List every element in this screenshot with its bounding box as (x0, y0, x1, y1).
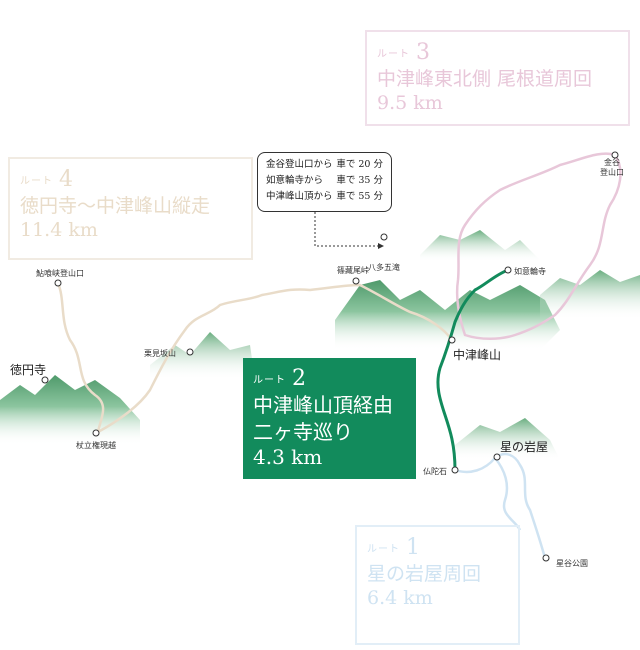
route-tag: ルート (367, 544, 400, 555)
route4-box[interactable]: ルート 4 徳円寺〜中津峰山縦走 11.4 km (8, 157, 253, 260)
route-title: 二ヶ寺巡り (253, 420, 353, 444)
route-number: 3 (416, 40, 430, 65)
marker-kanaya (611, 151, 619, 159)
marker-nyoirinji (504, 266, 512, 274)
marker-peak (448, 336, 456, 344)
label-tokuenji: 徳円寺 (10, 363, 47, 377)
label-kurei-trailhead: 鮎喰峡登山口 (36, 269, 84, 278)
route3-path (455, 152, 622, 340)
label-kurimi-zaka: 栗見坂山 (144, 349, 176, 358)
access-row: 中津峰山頂から車で 55 分 (266, 191, 383, 202)
label-hoshi-iwaya: 星の岩屋 (500, 440, 549, 454)
label-kanaya-trailhead: 金谷 登山口 (600, 158, 624, 177)
route-distance: 11.4 km (20, 219, 98, 241)
route-distance: 6.4 km (367, 587, 433, 609)
route1-path (454, 452, 547, 559)
route-distance: 4.3 km (253, 445, 323, 469)
access-info-box: 金谷登山口から車で 20 分 如意輪寺から車で 35 分 中津峰山頂から車で 5… (257, 152, 392, 212)
route2-box[interactable]: ルート 2 中津峰山頂経由 二ヶ寺巡り 4.3 km (243, 358, 416, 479)
label-hachita-gorin: 八多五滝 (368, 263, 400, 272)
route-title: 中津峰東北側 尾根道周回 (377, 68, 593, 90)
label-hisuo-pass: 篠藏尾峠 (337, 266, 369, 275)
marker-butsuda (451, 466, 459, 474)
access-row: 如意輪寺から車で 35 分 (266, 175, 383, 186)
label-nyoirinji: 如意輪寺 (514, 267, 546, 276)
label-tsue-gongen: 杖立権現越 (76, 441, 116, 450)
label-butsudaseki: 仏陀石 (423, 467, 447, 476)
access-row: 金谷登山口から車で 20 分 (266, 159, 383, 170)
route-number: 2 (292, 366, 306, 391)
route-title: 星の岩屋周回 (367, 563, 482, 585)
route-tag: ルート (377, 49, 410, 60)
label-nakatsu-peak: 中津峰山 (453, 348, 502, 362)
route-number: 1 (406, 535, 420, 560)
marker-tsue (92, 429, 100, 437)
route-tag: ルート (20, 176, 53, 187)
marker-hachita (380, 233, 388, 241)
route-title: 徳円寺〜中津峰山縦走 (20, 195, 211, 217)
route2-path (436, 268, 509, 471)
route1-box[interactable]: ルート 1 星の岩屋周回 6.4 km (355, 525, 520, 645)
marker-kurei (54, 279, 62, 287)
marker-iwaya (493, 453, 501, 461)
marker-kurimi (186, 348, 194, 356)
marker-tokuenji (41, 376, 49, 384)
route4-path (56, 282, 454, 434)
label-hoshidani-park: 星谷公園 (556, 559, 588, 568)
access-arrow (314, 212, 378, 247)
route-distance: 9.5 km (377, 92, 443, 114)
route-number: 4 (59, 167, 73, 192)
route-title: 中津峰山頂経由 (253, 393, 393, 417)
marker-hisuo (352, 277, 360, 285)
route-tag: ルート (253, 375, 286, 386)
marker-hoshidani (542, 554, 550, 562)
route3-box[interactable]: ルート 3 中津峰東北側 尾根道周回 9.5 km (365, 30, 630, 126)
